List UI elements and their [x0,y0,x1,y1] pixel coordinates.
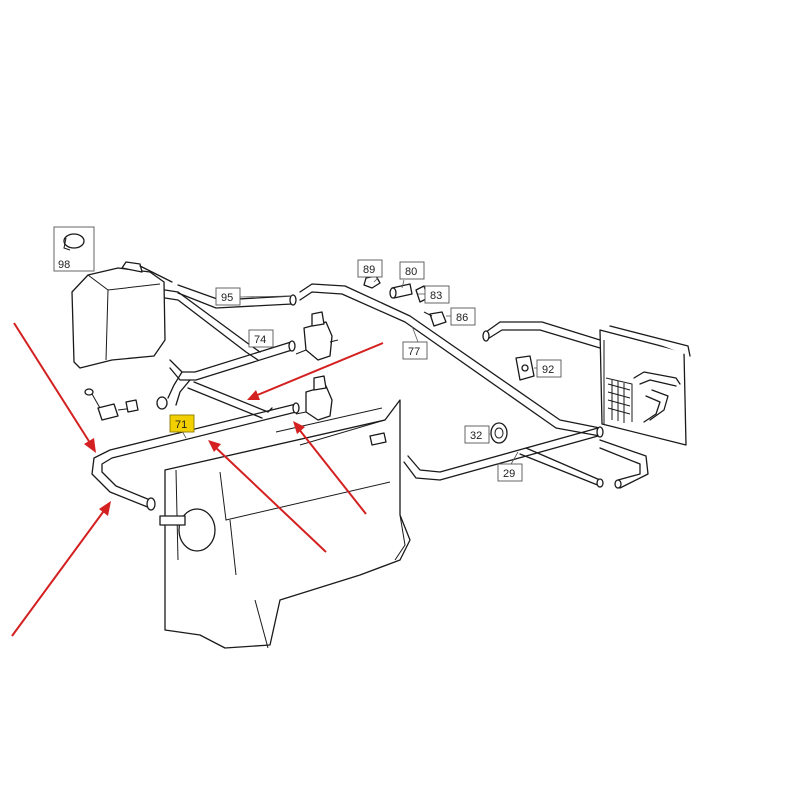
svg-text:95: 95 [221,292,233,304]
svg-text:74: 74 [254,334,266,346]
callout-74: 74 [248,329,274,348]
callout-80: 80 [399,261,425,280]
heater-core [599,325,691,446]
svg-text:98: 98 [58,259,70,271]
callout-86: 86 [450,307,476,326]
nut-89 [363,275,381,289]
annotation-arrows [11,322,384,637]
hose-29 [403,427,649,489]
callout-95: 95 [215,287,241,306]
hose-77 [299,283,604,438]
sleeve-80 [389,283,413,299]
svg-text:80: 80 [405,266,417,278]
callout-89: 89 [357,259,383,278]
clamp-98 [53,226,95,272]
red-arrow-4 [208,440,327,553]
red-arrow-1 [13,322,96,453]
bracket-92 [515,355,535,381]
red-arrow-2 [11,501,111,637]
shutoff-valve-upper [295,311,339,361]
hose-71 [91,381,300,511]
callout-32: 32 [464,425,490,444]
svg-text:77: 77 [408,346,420,358]
temperature-sensor [84,388,139,421]
svg-text:83: 83 [430,290,442,302]
coolant-reservoir [71,261,173,369]
callout-29: 29 [497,463,523,482]
callout-98: 98 [58,259,70,271]
callout-92: 92 [536,359,562,378]
svg-text:89: 89 [363,264,375,276]
shutoff-valve-lower [295,375,333,421]
callout-83: 83 [424,285,450,304]
callout-71: 71 [169,414,195,433]
callout-77: 77 [402,341,428,360]
red-arrow-3 [247,342,384,400]
grommet-32 [490,422,508,444]
svg-text:29: 29 [503,468,515,480]
svg-text:86: 86 [456,312,468,324]
bolt-86 [423,311,447,327]
engine-block [159,399,411,649]
hose-74 [156,340,296,410]
red-arrow-5 [293,421,367,515]
svg-text:92: 92 [542,364,554,376]
svg-text:32: 32 [470,430,482,442]
svg-text:71: 71 [175,419,187,431]
